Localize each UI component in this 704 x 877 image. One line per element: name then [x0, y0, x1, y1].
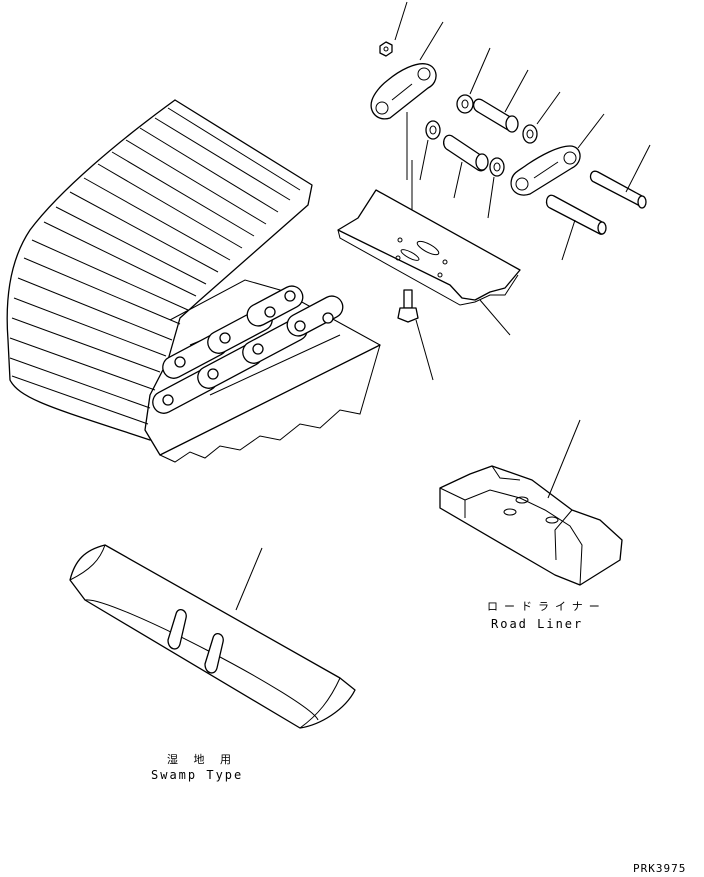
road-liner-label-en: Road Liner	[491, 617, 584, 631]
seal-ring-lower	[419, 120, 441, 181]
bushing-lower	[442, 134, 489, 199]
figure-code: PRK3975	[633, 862, 687, 875]
master-link-left	[370, 21, 444, 120]
track-assembly	[6, 99, 381, 463]
seal-ring-right	[522, 91, 561, 144]
bushing-upper	[472, 69, 529, 133]
seal-ring-bottom	[487, 157, 505, 219]
track-shoe-plate	[337, 189, 521, 336]
shoe-bolt	[397, 289, 434, 381]
swamp-shoe-part	[69, 544, 356, 729]
track-shoes	[9, 107, 301, 425]
seal-ring-upper	[456, 47, 491, 114]
pin-lower	[545, 194, 607, 261]
link-chain	[152, 285, 344, 414]
nut-part	[379, 1, 408, 57]
swamp-type-label-jp: 湿 地 用	[167, 753, 237, 766]
exploded-parts	[370, 1, 651, 261]
pin-upper	[589, 144, 651, 209]
road-liner-part	[439, 419, 623, 586]
road-liner-label-jp: ロードライナー	[487, 600, 606, 613]
master-link-right	[510, 113, 605, 196]
swamp-type-label-en: Swamp Type	[151, 768, 244, 782]
